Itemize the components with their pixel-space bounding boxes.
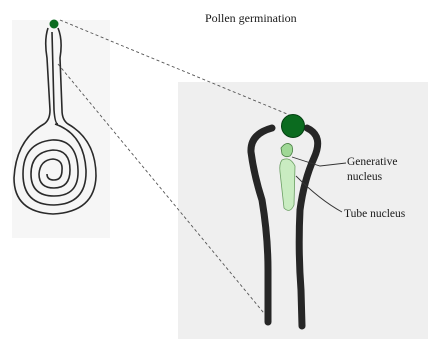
overview-pollen-grain — [50, 20, 59, 29]
generative-nucleus-label-line1: Generative — [347, 156, 397, 168]
diagram-title: Pollen germination — [205, 11, 297, 25]
tube-nucleus-label: Tube nucleus — [344, 208, 406, 220]
magnified-pollen-grain — [282, 115, 305, 138]
generative-nucleus-label-line2: nucleus — [347, 171, 383, 183]
generative-nucleus-shape — [281, 143, 293, 156]
